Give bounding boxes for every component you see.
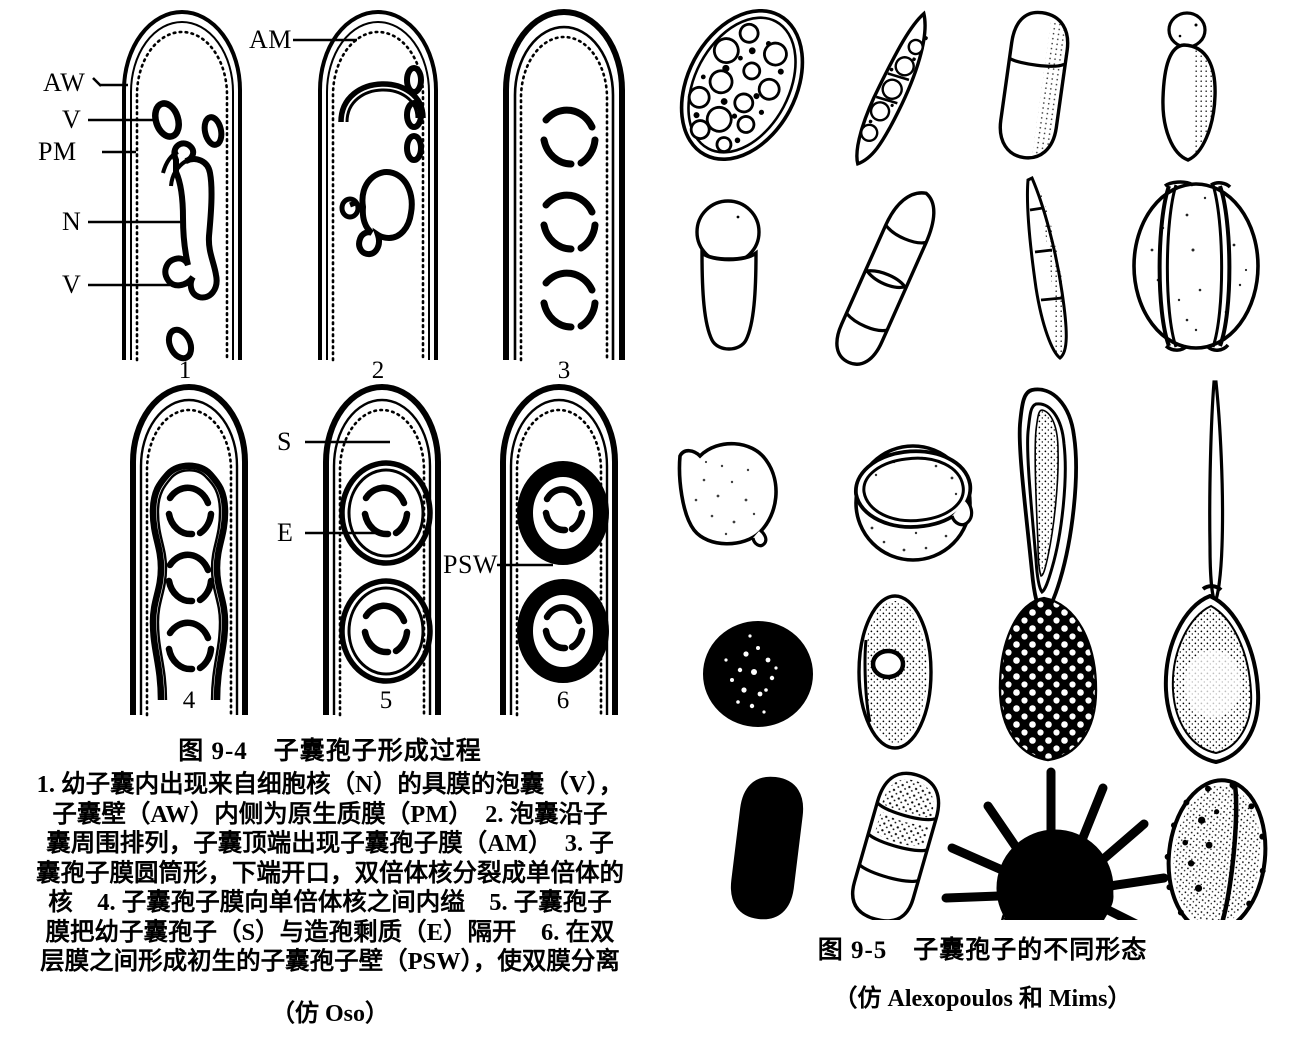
caption-line-7: 层膜之间形成初生的子囊孢子壁（PSW），使双膜分离 [40,948,620,975]
figure-9-4-source: （仿 Oso） [270,1000,389,1027]
spore-r3c4 [1208,380,1225,606]
spore-r2c3 [1025,175,1068,360]
spore-r2c2 [835,191,936,366]
spore-r4c1 [703,621,813,727]
caption-line-6: 膜把幼子囊孢子（S）与造孢剩质（E）隔开 6. 在双 [45,918,615,946]
label-e: E [277,518,294,547]
ascus-stages-svg [88,9,625,717]
ascus-panel-1 [122,10,242,362]
figure-9-5-source: （仿 Alexopoulos 和 Mims） [833,986,1132,1012]
figure-9-4-caption-title: 图 9-4 子囊孢子形成过程 [178,738,482,765]
spore-shapes-svg [677,8,1268,995]
label-psw: PSW [443,550,498,579]
spore-r1c4 [1161,11,1217,162]
panel-number-4: 4 [182,687,196,714]
label-v-lower: V [62,270,82,299]
figure-9-4: AW V PM N V AM S E PSW 1 2 3 4 5 6 图 9-4… [0,0,660,1028]
label-v-upper: V [62,105,82,134]
spore-r5c3 [941,767,1169,995]
ascus-panel-4 [130,384,248,717]
spore-r5c1 [730,776,804,920]
figure-9-5: 图 9-5 子囊孢子的不同形态 （仿 Alexopoulos 和 Mims） [660,0,1305,1042]
spore-r3c1 [677,441,778,548]
figure-9-5-caption: 图 9-5 子囊孢子的不同形态 （仿 Alexopoulos 和 Mims） [660,930,1305,1013]
ascus-panel-6 [500,384,618,717]
panel-number-2: 2 [371,357,385,384]
ascospore-morphology-plate [660,0,1305,995]
figure-9-4-caption: 图 9-4 子囊孢子形成过程 1. 幼子囊内出现来自细胞核（N）的具膜的泡囊（V… [0,731,660,1028]
label-s: S [277,427,292,456]
spore-r4c3 [998,596,1098,762]
spore-r3c2 [854,444,974,562]
panel-number-5: 5 [379,687,393,714]
figure-9-5-caption-title: 图 9-5 子囊孢子的不同形态 [817,937,1148,964]
label-pm: PM [38,137,77,166]
spore-r4c2 [857,594,933,750]
label-n: N [62,207,82,236]
spore-r1c1 [679,8,805,162]
label-aw: AW [43,68,86,97]
caption-line-4: 囊孢子膜圆筒形，下端开口，双倍体核分裂成单倍体的 [36,859,624,887]
leader-lines [88,38,553,567]
caption-line-1: 1. 幼子囊内出现来自细胞核（N）的具膜的泡囊（V）， [36,771,624,798]
spore-r4c4 [1163,584,1261,765]
spore-r5c2 [850,771,941,923]
ascus-panel-2 [318,10,438,362]
ascus-panel-5 [323,384,441,717]
spore-r3c3 [1017,387,1078,619]
caption-line-3: 囊周围排列，子囊顶端出现子囊孢子膜（AM） 3. 子 [46,830,614,857]
ascus-panel-3 [503,9,625,362]
figure-9-4-caption-body: 1. 幼子囊内出现来自细胞核（N）的具膜的泡囊（V）， 子囊壁（AW）内侧为原生… [0,770,660,977]
panel-number-1: 1 [178,357,192,384]
caption-line-2: 子囊壁（AW）内侧为原生质膜（PM） 2. 泡囊沿子 [52,800,608,828]
caption-line-5: 核 4. 子囊孢子膜向单倍体核之间内缢 5. 子囊孢子 [48,889,612,916]
panel-number-3: 3 [557,357,571,384]
spore-r1c3 [998,10,1070,160]
spore-r5c4 [1164,778,1268,934]
label-am: AM [249,25,292,54]
panel-number-6: 6 [556,687,570,714]
spore-r2c4 [1132,180,1260,352]
spore-r2c1 [695,199,761,351]
spore-r1c2 [855,10,928,167]
ascospore-formation-diagram: AW V PM N V AM S E PSW 1 2 3 4 5 6 [0,0,660,730]
